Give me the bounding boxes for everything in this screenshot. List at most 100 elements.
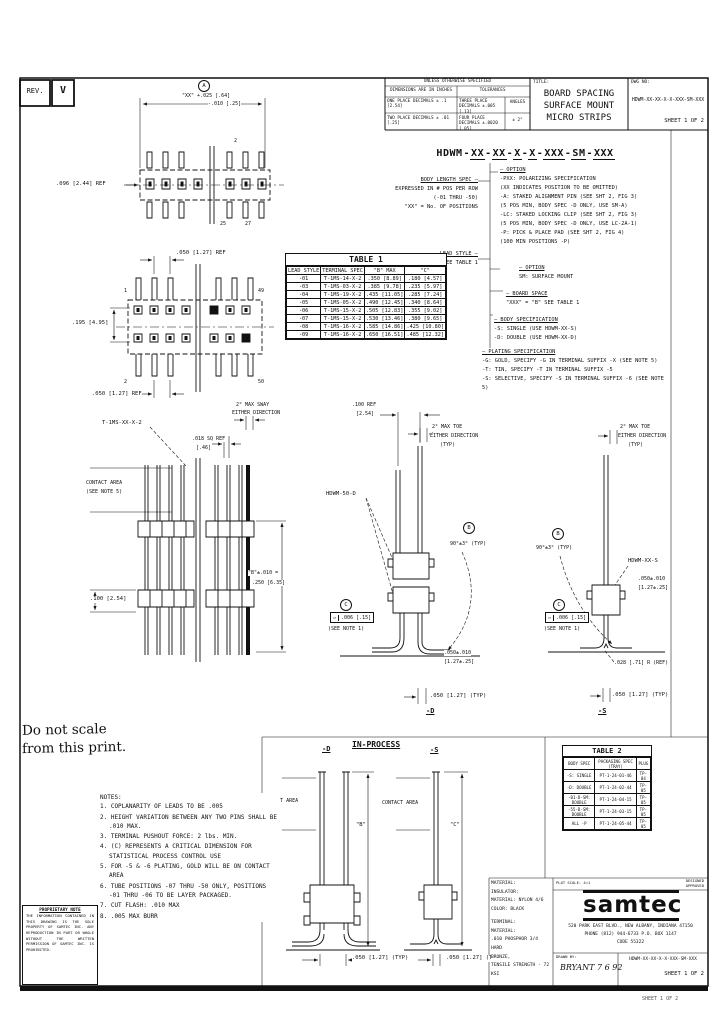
table-2-title: TABLE 2 <box>563 746 651 757</box>
table-cell: PT-1-24-04-15 <box>594 793 637 806</box>
in-process-s-label: -S <box>430 746 439 755</box>
drawing-title-line3: MICRO STRIPS <box>546 113 612 123</box>
sheet-number: SHEET 1 OF 2 <box>664 118 704 124</box>
column-header: "C" <box>404 266 446 275</box>
table-cell: T-1MS-03-X-2 <box>320 282 365 291</box>
company-address-1: 520 PARK EAST BLVD., NEW ALBANY, INDIANA… <box>568 924 693 929</box>
part-number-dash: - <box>564 148 572 159</box>
text-line: SM: SURFACE MOUNT <box>519 274 574 280</box>
view-label-single: -S <box>598 707 607 716</box>
dim-foot-angle: 90°±3° (TYP) <box>536 545 573 552</box>
text-line: -T: TIN, SPECIFY -T IN TERMINAL SUFFIX -… <box>482 367 613 373</box>
gdt-symbol: ▱ <box>331 614 340 621</box>
text-line: (5 POS MIN, BODY SPEC -D ONLY, USE SM-A) <box>500 203 628 209</box>
title-label: TITLE: <box>533 80 550 85</box>
table-cell: T-1MS-05-X-2 <box>320 298 365 307</box>
table-cell: T-1MS-16-X-2 <box>320 322 365 331</box>
dim-100-ref-mm: [2.54] <box>356 411 375 418</box>
callout-body-length-spec: BODY LENGTH SPEC — EXPRESSED IN # POS PE… <box>390 176 478 212</box>
table-cell: .650 [16.51] <box>363 330 406 339</box>
note-max-toe-2: EITHER DIRECTION <box>430 433 479 440</box>
text-line: EXPRESSED IN # POS PER ROW <box>395 186 478 192</box>
column-header: BODY SPEC <box>562 757 596 770</box>
table-cell: .235 [5.97] <box>404 282 446 291</box>
note-max-toe: 2° MAX TOE <box>432 424 463 431</box>
callout-lines: -S: SINGLE (USE HDWM-XX-S)-D: DOUBLE (US… <box>494 325 644 343</box>
table-cell: -01-D-SM: DOUBLE <box>562 793 596 806</box>
part-number-dash: - <box>586 148 593 159</box>
table-cell: .505 [12.83] <box>363 306 406 315</box>
table-cell: TP-05 <box>635 805 652 818</box>
part-number-segment: XXX <box>593 148 615 160</box>
part-number-dash: - <box>521 148 529 159</box>
samtec-logo: samtec <box>583 890 681 922</box>
notes-heading: NOTES: <box>100 794 122 801</box>
title-block-sheet: SHEET 1 OF 2 <box>664 971 704 977</box>
text-line: -A: STAKED ALIGNMENT PIN (SEE SHT 2, FIG… <box>500 194 638 200</box>
text-line: -PXX: POLARIZING SPECIFICATION <box>500 176 596 182</box>
gdt-value: .006 [.15] <box>556 614 587 621</box>
terminal-spec-callout: T-1MS-XX-X-2 <box>102 420 142 427</box>
table-cell: -03 <box>285 282 322 291</box>
dim-sq-ref-mm: [.46] <box>196 445 212 452</box>
callout-tree-lines <box>478 163 503 353</box>
part-callout-single: HDWM-XX-S <box>628 558 658 565</box>
table-cell: -05 <box>285 298 322 307</box>
rev-label: REV. <box>26 87 44 95</box>
tolerance-one-place: ONE PLACE DECIMALS ± .1 [2.54] <box>387 99 447 110</box>
part-number-dash: - <box>536 148 544 159</box>
callout-board-space: — BOARD SPACE "XXX" = "B" SEE TABLE 1 <box>506 290 636 308</box>
drawn-by-value: BRYANT 7 6 92 <box>560 963 623 972</box>
table-cell: TP-04 <box>635 769 652 782</box>
dim-overall-length: "XX" +.025 [.64] <box>182 93 231 100</box>
dim-board-space-2: .250 [6.35] <box>252 580 286 587</box>
table-cell: .585 [14.86] <box>363 322 406 331</box>
note-max-sway-2: EITHER DIRECTION <box>232 410 281 417</box>
dim-pitch-typ: .050 [1.27] (TYP) <box>430 693 487 700</box>
text-line: BRONZE, <box>491 954 511 960</box>
text-line: "XXX" = "B" SEE TABLE 1 <box>506 300 580 306</box>
callout-title: — OPTION <box>519 265 545 271</box>
tolerance-angles-value: ± 2° <box>512 118 523 123</box>
table-1-title: TABLE 1 <box>286 254 446 266</box>
dim-foot-radius: .028 [.71] R (REF) <box>614 660 669 667</box>
text-line: (XX INDICATES POSITION TO BE OMITTED) <box>500 185 618 191</box>
part-callout-double: HDWM-50-D <box>326 491 356 498</box>
table-cell: .340 [8.64] <box>404 298 446 307</box>
proprietary-title: PROPRIETARY NOTE <box>39 908 81 913</box>
table-cell: PT-1-24-02-44 <box>594 781 637 794</box>
note-max-toe-3: (TYP) <box>628 442 644 449</box>
drawn-by-label: DRAWN BY: <box>556 954 577 959</box>
part-number-segment: HDWM <box>436 148 463 159</box>
dim-row-spacing: .195 [4.95] <box>72 320 109 327</box>
dim-pitch-typ: .050 [1.27] (TYP) <box>612 692 669 699</box>
dim-solder-tail-1-mm: [1.27±.25] <box>444 659 475 666</box>
datum-flag-a: A <box>198 80 210 92</box>
table-cell: PT-1-24-05-44 <box>594 817 637 830</box>
table-cell: T-1MS-19-X-2 <box>320 290 365 299</box>
plot-scale: PLOT SCALE: 4=1 <box>556 880 591 885</box>
callout-title: BODY LENGTH SPEC — <box>420 177 478 183</box>
contact-area-label: CONTACT AREA <box>86 480 123 487</box>
gdt-coplanarity-frame: ▱ .006 [.15] <box>330 612 375 623</box>
company-code: CODE 55322 <box>616 940 645 945</box>
table-cell: T-1MS-15-X-2 <box>320 306 365 315</box>
dwg-no-label: DWG NO: <box>631 80 650 85</box>
tolerance-angles-label: ANGLES <box>509 100 526 105</box>
text-line: TERMINAL: <box>491 919 516 925</box>
table-cell: ALL -P <box>562 817 596 830</box>
table-cell: .485 [12.32] <box>404 330 446 339</box>
